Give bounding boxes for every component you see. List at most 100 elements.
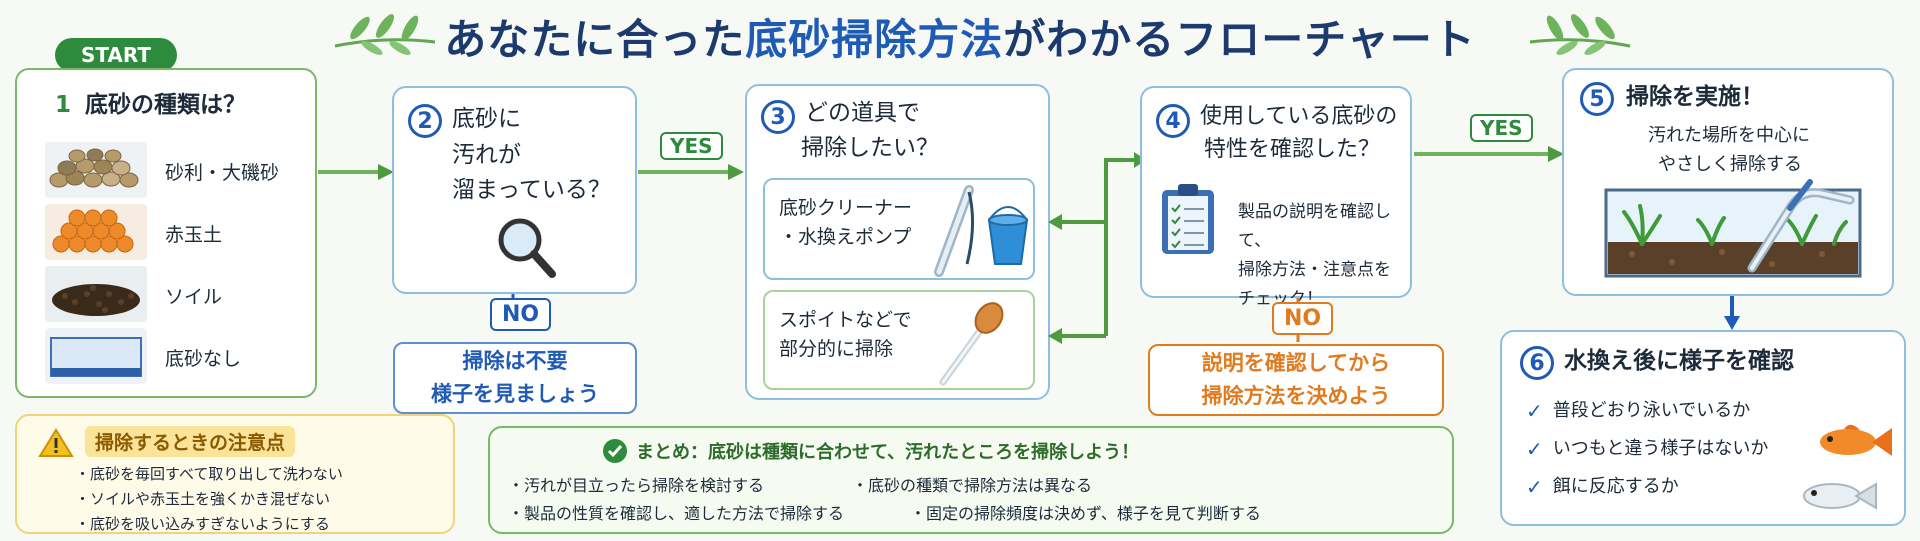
step5-line-2: やさしく掃除する <box>1658 153 1802 175</box>
step5-card: 5 掃除を実施！ 汚れた場所を中心に やさしく掃除する <box>1562 68 1894 296</box>
step2-number-wrap: 2 <box>408 104 442 138</box>
title-part1: あなたに合った <box>444 15 746 64</box>
check-icon: ✓ <box>1526 475 1543 499</box>
summary-item-3: ・製品の性質を確認し、適した方法で掃除する <box>508 504 845 523</box>
arrow-step5-to-step6 <box>1724 296 1740 330</box>
step5-line-1: 汚れた場所を中心に <box>1648 125 1810 146</box>
arrow-connector-step3-step4 <box>1048 152 1146 344</box>
step3-line-1: どの道具で <box>805 100 920 126</box>
summary-card: まとめ：底砂は種類に合わせて、汚れたところを掃除しよう！ ・汚れが目立ったら掃除… <box>488 426 1454 534</box>
step3-line-2: 掃除したい？ <box>801 134 939 161</box>
step2-no-result: 掃除は不要 様子を見ましょう <box>393 342 637 414</box>
dropper-icon <box>939 302 1004 386</box>
substrate-akadama-label: 赤玉土 <box>165 224 223 246</box>
tool-option-cleaner-line-2: ・水換えポンプ <box>779 226 912 249</box>
title-highlight: 底砂掃除方法 <box>745 15 1004 64</box>
start-label: START <box>55 38 177 72</box>
arrow-step1-to-step2 <box>318 164 394 180</box>
step2-no-result-line-1: 掃除は不要 <box>462 349 568 374</box>
check-icon: ✓ <box>1526 399 1543 423</box>
step1-number: 1 <box>55 92 72 118</box>
tool-option-cleaner-text: 底砂クリーナー ・水換えポンプ <box>779 194 912 253</box>
aquarium-cleaning-icon <box>1604 179 1862 278</box>
summary-item-2: ・底砂の種類で掃除方法は異なる <box>852 476 1093 495</box>
step1-heading-text: 底砂の種類は？ <box>85 92 247 118</box>
step6-number-wrap: 6 <box>1520 346 1554 380</box>
step2-no-badge: NO <box>490 298 552 331</box>
step3-question: どの道具で 掃除したい？ <box>801 96 939 165</box>
step4-body-line-1: 製品の説明を確認して、 <box>1238 202 1391 251</box>
step6-check-3-text: 餌に反応するか <box>1552 475 1679 497</box>
leaf-decoration-right-icon <box>1529 14 1631 55</box>
caution-heading: 掃除するときの注意点 <box>85 426 296 457</box>
step4-no-result-line-1: 説明を確認してから <box>1201 351 1391 376</box>
step6-check-2-text: いつもと違う様子はないか <box>1552 437 1769 459</box>
step4-line-2: 特性を確認した？ <box>1204 137 1381 162</box>
caution-item-1: ・底砂を毎回すべて取り出して洗わない <box>75 465 343 483</box>
step6-checklist: ✓ 普段どおり泳いでいるか ✓ いつもと違う様子はないか ✓ 餌に反応するか <box>1526 392 1768 506</box>
caution-item-2: ・ソイルや赤玉土を強くかき混ぜない <box>75 489 331 508</box>
step4-line-1: 使用している底砂の <box>1200 104 1398 129</box>
substrate-soil-label: ソイル <box>165 286 223 308</box>
yes-badge-1: YES <box>660 132 723 160</box>
substrate-gravel-label: 砂利・大磯砂 <box>165 162 280 184</box>
step6-check-1: ✓ 普段どおり泳いでいるか <box>1526 392 1768 430</box>
step4-question: 使用している底砂の 特性を確認した？ <box>1200 100 1397 166</box>
step3-card: 3 どの道具で 掃除したい？ 底砂クリーナー ・水換えポンプ スポイトなどで 部… <box>745 84 1050 400</box>
step4-number-wrap: 4 <box>1156 104 1190 138</box>
step4-no-result: 説明を確認してから 掃除方法を決めよう <box>1148 344 1444 416</box>
step3-number-wrap: 3 <box>761 100 795 134</box>
step3-number: 3 <box>761 100 795 134</box>
tool-option-dropper[interactable]: スポイトなどで 部分的に掃除 <box>763 290 1035 390</box>
arrow-step2-to-step3 <box>638 164 744 180</box>
tool-option-dropper-line-2: 部分的に掃除 <box>779 338 894 361</box>
step4-body-line-2: 掃除方法・注意点を <box>1238 259 1391 280</box>
step6-check-3: ✓ 餌に反応するか <box>1526 468 1768 506</box>
step1-heading: 1 底砂の種類は？ <box>55 88 246 123</box>
tool-option-cleaner[interactable]: 底砂クリーナー ・水換えポンプ <box>763 178 1035 280</box>
step6-card: 6 水換え後に様子を確認 ✓普段どおり泳いでいるか ✓いつもと違う様子はないか … <box>1500 330 1906 526</box>
akadama-icon <box>45 204 147 260</box>
step2-line-2: 汚れが <box>452 141 521 168</box>
step4-card: 4 使用している底砂の 特性を確認した？ 製品の説明を確認して、 掃除方法・注意… <box>1140 86 1412 309</box>
caution-list: ・底砂を毎回すべて取り出して洗わない ・ソイルや赤玉土を強くかき混ぜない ・底砂… <box>75 462 343 536</box>
caution-card: 掃除するときの注意点 ・底砂を毎回すべて取り出して洗わない ・ソイルや赤玉土を強… <box>15 414 455 534</box>
step2-card: 2 底砂に 汚れが 溜まっている？ <box>392 86 637 294</box>
empty-tank-icon <box>45 328 147 384</box>
step5-number: 5 <box>1580 82 1614 116</box>
step2-number: 2 <box>408 104 442 138</box>
orange-fish-icon <box>1820 424 1892 456</box>
step2-question: 底砂に 汚れが 溜まっている？ <box>452 102 611 209</box>
tool-option-cleaner-line-1: 底砂クリーナー <box>779 197 913 219</box>
step5-number-wrap: 5 <box>1580 82 1614 116</box>
warning-icon <box>38 428 74 457</box>
tool-option-dropper-line-1: スポイトなどで <box>779 309 912 331</box>
summary-item-1: ・汚れが目立ったら掃除を検討する <box>508 476 765 495</box>
gravel-icon <box>45 142 147 198</box>
caution-item-3: ・底砂を吸い込みすぎないようにする <box>75 514 330 533</box>
step6-number: 6 <box>1520 346 1554 380</box>
leaf-decoration-left-icon <box>334 14 436 55</box>
tool-option-dropper-text: スポイトなどで 部分的に掃除 <box>779 306 912 365</box>
summary-heading: まとめ：底砂は種類に合わせて、汚れたところを掃除しよう！ <box>636 442 1140 463</box>
check-icon: ✓ <box>1526 437 1543 461</box>
white-fish-icon <box>1803 482 1877 510</box>
arrow-step4-to-step5 <box>1414 146 1564 162</box>
step2-line-3: 溜まっている？ <box>452 177 611 204</box>
step4-body: 製品の説明を確認して、 掃除方法・注意点を チェック！ <box>1238 198 1410 314</box>
clipboard-checklist-icon <box>1162 184 1214 254</box>
page-title: あなたに合った底砂掃除方法がわかるフローチャート <box>0 6 1920 67</box>
step4-number: 4 <box>1156 104 1190 138</box>
step5-body: 汚れた場所を中心に やさしく掃除する <box>1648 122 1810 180</box>
soil-icon <box>45 266 147 322</box>
check-circle-icon <box>603 439 627 463</box>
gravel-cleaner-pump-icon <box>934 185 1029 277</box>
step5-heading: 掃除を実施！ <box>1626 84 1764 110</box>
step6-check-2: ✓ いつもと違う様子はないか <box>1526 430 1768 468</box>
yes-badge-2: YES <box>1470 114 1533 142</box>
step4-no-badge: NO <box>1272 302 1334 335</box>
step2-no-result-line-2: 様子を見ましょう <box>431 382 599 406</box>
summary-item-4: ・固定の掃除頻度は決めず、様子を見て判断する <box>910 504 1261 523</box>
step6-check-1-text: 普段どおり泳いでいるか <box>1552 399 1751 421</box>
